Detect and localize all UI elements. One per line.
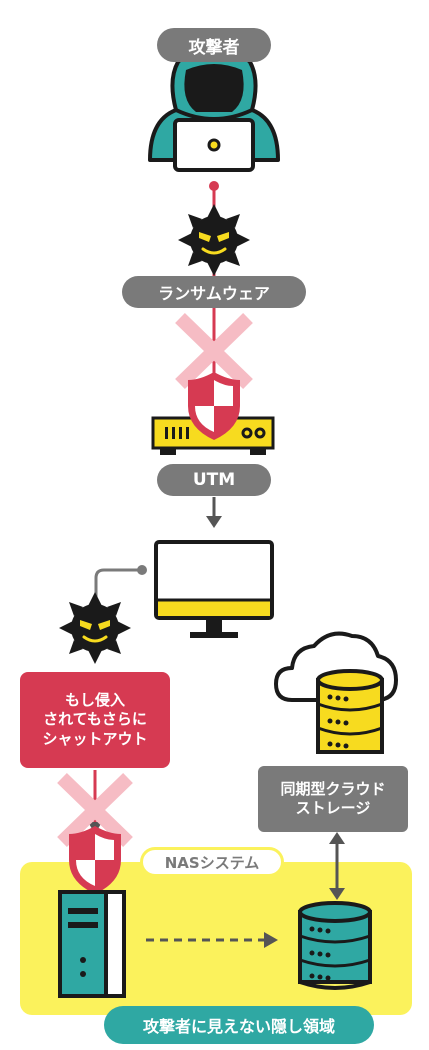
hooded-attacker-icon bbox=[148, 44, 280, 172]
utm-label: UTM bbox=[157, 464, 271, 496]
breach-callout: もし侵入 されてもさらに シャットアウト bbox=[20, 672, 170, 768]
cloud-storage-label: 同期型クラウド ストレージ bbox=[258, 766, 408, 832]
blocked-x-icon bbox=[57, 772, 133, 848]
monitor-icon bbox=[154, 540, 274, 638]
ransomware-virus-icon bbox=[59, 592, 131, 664]
attacker-label: 攻撃者 bbox=[157, 28, 271, 62]
shield-icon bbox=[188, 372, 240, 440]
breach-line-3: シャットアウト bbox=[42, 729, 148, 748]
nas-system-label: NASシステム bbox=[140, 847, 284, 877]
shield-icon bbox=[69, 826, 121, 894]
database-icon bbox=[298, 901, 372, 990]
ransomware-label: ランサムウェア bbox=[122, 276, 306, 308]
breach-line-1: もし侵入 bbox=[64, 690, 125, 709]
breach-line-2: されてもさらに bbox=[43, 710, 147, 729]
ransomware-virus-icon bbox=[178, 204, 250, 276]
attack-path-dot bbox=[209, 181, 219, 191]
database-icon bbox=[316, 669, 384, 754]
server-tower-icon bbox=[58, 890, 126, 998]
infection-path-line bbox=[94, 568, 142, 600]
blocked-x-icon bbox=[175, 312, 253, 390]
cloud-line-2: ストレージ bbox=[295, 799, 371, 817]
cloud-line-1: 同期型クラウド bbox=[280, 779, 386, 798]
hidden-area-label: 攻撃者に見えない隠し領域 bbox=[104, 1006, 374, 1044]
